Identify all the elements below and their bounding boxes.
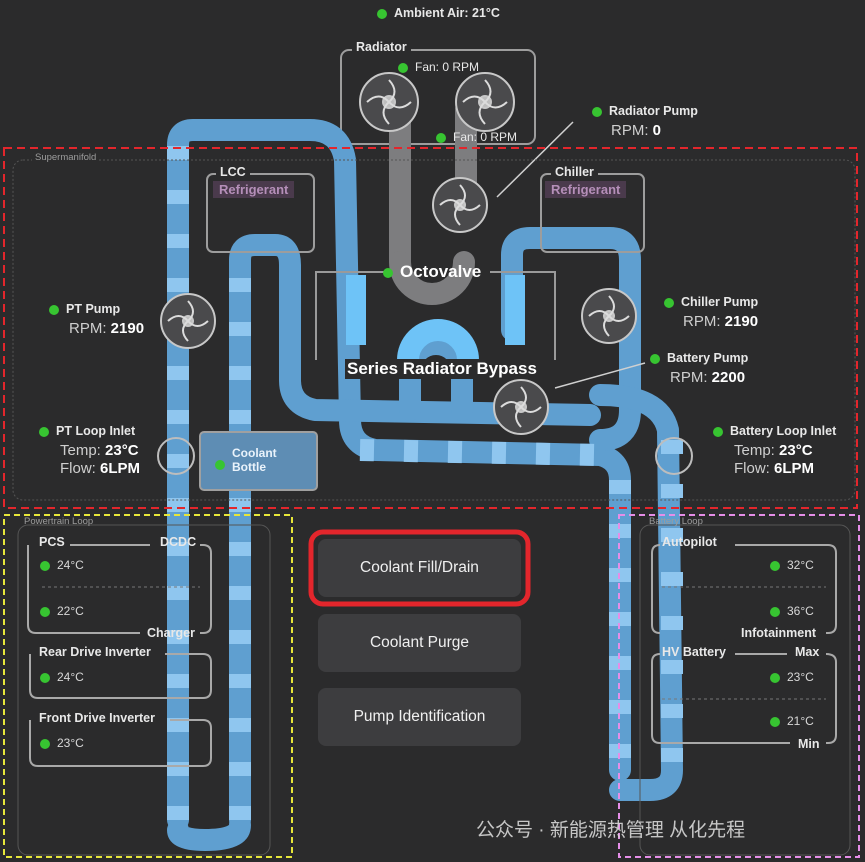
hv-max-label: Max — [795, 645, 820, 659]
front-drive-temp: 23°C — [40, 736, 84, 750]
status-dot-icon — [49, 304, 59, 315]
status-dot-icon — [770, 560, 780, 571]
status-dot-icon — [40, 606, 50, 617]
series-bypass-label: Series Radiator Bypass — [345, 359, 539, 379]
status-dot-icon — [40, 672, 50, 683]
radiator-title: Radiator — [352, 40, 411, 54]
ambient-air-status: Ambient Air: 21°C — [377, 6, 500, 20]
status-dot-icon — [398, 62, 408, 73]
chiller-pump-rpm: RPM: 2190 — [683, 313, 759, 330]
battery-loop-inlet-flow: Flow: 6LPM — [734, 460, 815, 477]
radiator-fan2-status: Fan: 0 RPM — [436, 130, 517, 144]
status-dot-icon — [592, 106, 602, 117]
watermark-text: 公众号 · 新能源热管理 从化先程 — [476, 820, 746, 841]
charger-temp: 22°C — [40, 604, 84, 618]
coolant-bottle-label: Coolant Bottle — [232, 446, 277, 474]
pt-pump-title: PT Pump — [49, 302, 120, 316]
hv-battery-label: HV Battery — [662, 645, 726, 659]
chiller-refrigerant: Refrigerant — [545, 181, 627, 198]
autopilot-temp: 32°C — [770, 558, 814, 572]
bypass-arch — [397, 319, 479, 361]
octovalve-bar-right — [505, 275, 525, 345]
supermanifold-label: Supermanifold — [32, 152, 100, 163]
battery-inlet-sensor — [655, 437, 693, 475]
hv-min-temp: 21°C — [770, 714, 814, 728]
battery-inner — [639, 524, 851, 856]
coolant-bottle-status-dot — [215, 456, 232, 474]
status-dot-icon — [40, 738, 50, 749]
powertrain-inner — [17, 524, 271, 856]
chiller-title: Chiller — [551, 165, 598, 179]
status-dot-icon — [664, 297, 674, 308]
autopilot-label: Autopilot — [662, 535, 717, 549]
supermanifold-zone — [3, 147, 858, 509]
radiator-fan1-status: Fan: 0 RPM — [398, 60, 479, 74]
status-dot-icon — [770, 606, 780, 617]
status-dot-icon — [215, 459, 225, 470]
fan-blades — [167, 79, 630, 428]
pt-loop-inlet-flow: Flow: 6LPM — [60, 460, 141, 477]
lcc-box — [206, 173, 315, 253]
battery-pump-rpm: RPM: 2200 — [670, 369, 746, 386]
chiller-pump-title: Chiller Pump — [664, 295, 758, 309]
pcs-temp: 24°C — [40, 558, 84, 572]
radiator-pump-title: Radiator Pump — [592, 104, 698, 118]
fill-drain-highlight — [308, 529, 531, 607]
hv-min-label: Min — [798, 737, 820, 751]
battery-pump-title: Battery Pump — [650, 351, 748, 365]
pt-inlet-sensor — [157, 437, 195, 475]
powertrain-zone — [3, 514, 293, 858]
lcc-refrigerant: Refrigerant — [213, 181, 295, 198]
octovalve-bar-left — [346, 275, 366, 345]
pt-pump-rpm: RPM: 2190 — [69, 320, 145, 337]
status-dot-icon — [383, 267, 393, 278]
pt-loop-inlet-temp: Temp: 23°C — [60, 442, 139, 459]
radiator-pump-rpm: RPM: 0 — [611, 122, 662, 139]
battery-loop-inlet-temp: Temp: 23°C — [734, 442, 813, 459]
status-dot-icon — [40, 560, 50, 571]
battery-zone — [618, 514, 860, 858]
coolant-bottle-shape — [199, 431, 318, 491]
coolant-fill-drain-button[interactable]: Coolant Fill/Drain — [318, 539, 521, 597]
coolant-purge-button[interactable]: Coolant Purge — [318, 614, 521, 672]
dcdc-label: DCDC — [160, 535, 197, 549]
infotainment-temp: 36°C — [770, 604, 814, 618]
octovalve-label: Octovalve — [383, 262, 481, 282]
pt-loop-inlet-title: PT Loop Inlet — [39, 424, 135, 438]
rear-drive-temp: 24°C — [40, 670, 84, 684]
charger-label: Charger — [147, 626, 195, 640]
battery-loop-label: Battery Loop — [649, 516, 703, 527]
front-drive-label: Front Drive Inverter — [39, 711, 156, 725]
hv-max-temp: 23°C — [770, 670, 814, 684]
battery-loop-inlet-title: Battery Loop Inlet — [713, 424, 836, 438]
status-dot-icon — [770, 672, 780, 683]
powertrain-loop-label: Powertrain Loop — [24, 516, 94, 527]
status-dot-icon — [770, 716, 780, 727]
pump-identification-button[interactable]: Pump Identification — [318, 688, 521, 746]
status-dot-icon — [650, 353, 660, 364]
status-dot-icon — [377, 8, 387, 19]
status-dot-icon — [39, 426, 49, 437]
infotainment-label: Infotainment — [741, 626, 816, 640]
radiator-box — [340, 49, 536, 145]
status-dot-icon — [713, 426, 723, 437]
pcs-label: PCS — [39, 535, 65, 549]
supermanifold-outline — [12, 159, 856, 501]
status-dot-icon — [436, 132, 446, 143]
rear-drive-label: Rear Drive Inverter — [39, 645, 151, 659]
lcc-title: LCC — [216, 165, 250, 179]
